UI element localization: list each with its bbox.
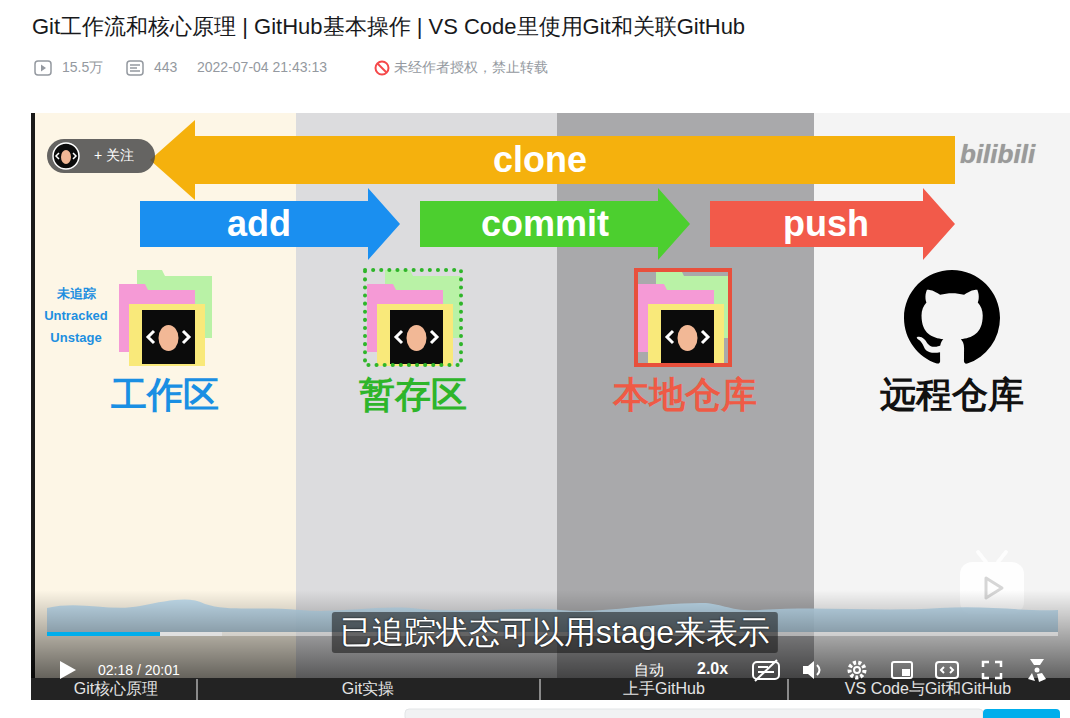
zone-label: 远程仓库 bbox=[880, 373, 1024, 416]
github-logo bbox=[904, 270, 1000, 364]
block-arrow bbox=[150, 120, 955, 200]
widescreen-button bbox=[936, 662, 958, 678]
danmaku-icon bbox=[130, 65, 140, 71]
settings-button bbox=[850, 663, 865, 678]
no-repost-icon bbox=[376, 62, 389, 75]
watermark: bilibili bbox=[960, 140, 1035, 170]
block-arrow bbox=[140, 188, 400, 260]
chapter-name: Git实操 bbox=[342, 680, 394, 698]
zone-label: 暂存区 bbox=[359, 373, 467, 416]
chapter-name: Git核心原理 bbox=[74, 680, 158, 698]
follow-pill bbox=[47, 139, 155, 173]
send-button bbox=[983, 709, 1060, 718]
avatar bbox=[61, 150, 71, 164]
arrow-label: add bbox=[227, 206, 291, 242]
folder-icon bbox=[119, 270, 212, 366]
zone-node: 远程仓库 bbox=[852, 262, 1052, 422]
subtitle: 已追踪状态可以用stage来表示 bbox=[332, 612, 778, 653]
arrow-label: push bbox=[783, 206, 869, 242]
publish-date: 2022-07-04 21:43:13 bbox=[197, 59, 327, 75]
progress-buffer bbox=[47, 632, 222, 636]
widescreen-button bbox=[941, 667, 953, 673]
status-note: 未追踪 Untracked Unstage bbox=[36, 283, 116, 349]
staged-outline bbox=[365, 270, 461, 365]
volume-button bbox=[803, 661, 814, 679]
time-display: 02:18 / 20:01 bbox=[98, 662, 180, 678]
avatar bbox=[53, 143, 79, 169]
danmaku-input bbox=[405, 709, 983, 718]
pip-button bbox=[892, 662, 912, 678]
subtitle-button bbox=[755, 660, 777, 681]
zone-label: 工作区 bbox=[111, 373, 219, 416]
decoration bbox=[904, 270, 1000, 364]
more-button bbox=[1035, 668, 1040, 673]
copyright-note: 未经作者授权，禁止转载 bbox=[394, 59, 548, 75]
arrow-label: commit bbox=[481, 206, 609, 242]
commit-outline bbox=[636, 270, 730, 365]
settings-button bbox=[854, 667, 860, 673]
more-button bbox=[1028, 659, 1046, 682]
no-repost-icon bbox=[378, 64, 387, 73]
arrow-label: clone bbox=[493, 142, 587, 178]
progress-played bbox=[47, 632, 160, 636]
control-shade bbox=[31, 590, 1070, 678]
zone-node: 本地仓库 bbox=[585, 262, 785, 422]
view-count: 15.5万 bbox=[62, 59, 103, 75]
video-edge bbox=[31, 113, 1070, 700]
speed-button: 2.0x bbox=[697, 660, 728, 678]
volume-button bbox=[817, 665, 820, 675]
play-button bbox=[60, 661, 76, 679]
play-count-icon bbox=[35, 61, 51, 75]
folder-icon bbox=[367, 270, 460, 366]
bilibili-tv-icon bbox=[978, 552, 1006, 562]
block-arrow bbox=[420, 188, 690, 260]
block-arrow bbox=[710, 188, 955, 260]
chapter-name: VS Code与Git和GitHub bbox=[845, 680, 1011, 698]
folder-icon bbox=[638, 270, 731, 366]
zone-node: 暂存区 bbox=[313, 262, 513, 422]
follow-button: + 关注 bbox=[94, 147, 134, 163]
chapter-divider bbox=[197, 679, 788, 700]
pip-button bbox=[902, 669, 910, 676]
danmaku-icon bbox=[127, 61, 143, 75]
page-title: Git工作流和核心原理 | GitHub基本操作 | VS Code里使用Git… bbox=[32, 14, 745, 39]
chapter-name: 上手GitHub bbox=[623, 680, 705, 698]
quality-button: 自动 bbox=[634, 661, 664, 678]
zone-label: 本地仓库 bbox=[613, 373, 757, 416]
danmaku-count: 443 bbox=[154, 59, 177, 75]
fullscreen-button bbox=[983, 662, 1001, 678]
avatar bbox=[56, 153, 76, 159]
play-count-icon bbox=[41, 65, 46, 72]
chapter-bar bbox=[31, 678, 1070, 700]
